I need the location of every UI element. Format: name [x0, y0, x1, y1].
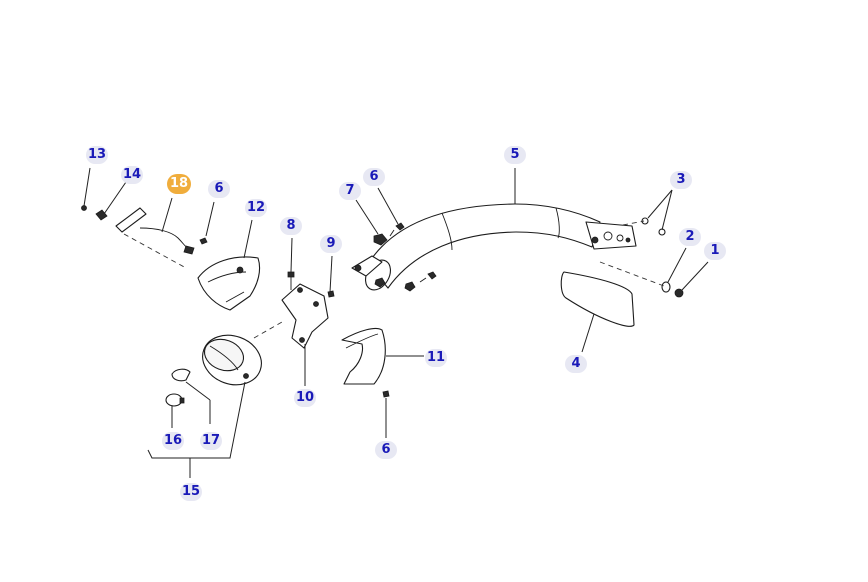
callout-15[interactable]: 15 — [180, 483, 202, 501]
screws — [199, 237, 390, 398]
housing-part — [197, 256, 261, 311]
callout-4[interactable]: 4 — [565, 355, 587, 373]
callout-6-bottom[interactable]: 6 — [375, 441, 397, 459]
lens-part — [560, 271, 635, 327]
callout-11[interactable]: 11 — [425, 349, 447, 367]
callout-8[interactable]: 8 — [280, 217, 302, 235]
cover-part — [341, 327, 386, 385]
harness-parts — [81, 205, 195, 269]
callout-1[interactable]: 1 — [704, 242, 726, 260]
callout-17[interactable]: 17 — [200, 432, 222, 450]
callout-10[interactable]: 10 — [294, 389, 316, 407]
callout-6-top[interactable]: 6 — [363, 168, 385, 186]
right-hardware — [599, 217, 684, 298]
callout-13[interactable]: 13 — [86, 146, 108, 164]
callout-5[interactable]: 5 — [504, 146, 526, 164]
callout-18-highlighted[interactable]: 18 — [167, 174, 191, 194]
callout-9[interactable]: 9 — [320, 235, 342, 253]
tube-hardware — [389, 222, 437, 283]
callout-12[interactable]: 12 — [245, 199, 267, 217]
callout-16[interactable]: 16 — [162, 432, 184, 450]
callout-14[interactable]: 14 — [121, 166, 143, 184]
assembly-line — [253, 321, 283, 339]
tube-part — [351, 203, 637, 292]
lamp-part — [202, 334, 262, 386]
callout-2[interactable]: 2 — [679, 228, 701, 246]
callout-3[interactable]: 3 — [670, 171, 692, 189]
bracket-part — [281, 283, 329, 349]
callout-7[interactable]: 7 — [339, 182, 361, 200]
leader-lines — [83, 167, 709, 478]
callout-6-top-left[interactable]: 6 — [208, 180, 230, 198]
bulb-parts — [165, 368, 191, 407]
